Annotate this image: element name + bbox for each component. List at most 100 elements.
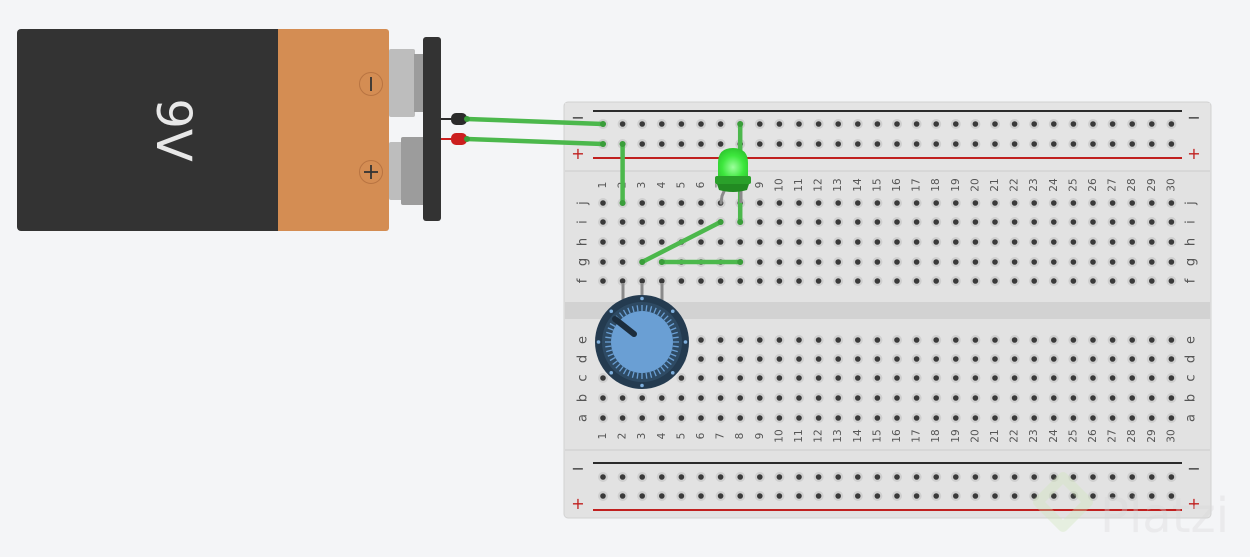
hole-f5[interactable]: [676, 276, 687, 286]
hole-f24[interactable]: [1048, 276, 1059, 286]
hole-c26[interactable]: [1088, 373, 1098, 383]
hole-b24[interactable]: [1048, 393, 1059, 403]
rail-hole-bot-neg-13[interactable]: [833, 472, 844, 482]
hole-e10[interactable]: [774, 335, 785, 345]
hole-h17[interactable]: [911, 237, 922, 247]
wire-battery-neg[interactable]: [464, 116, 606, 127]
hole-i14[interactable]: [852, 217, 863, 227]
hole-d14[interactable]: [852, 354, 863, 364]
hole-j21[interactable]: [990, 198, 1000, 208]
hole-c10[interactable]: [774, 373, 785, 383]
rail-hole-bot-pos-20[interactable]: [970, 491, 981, 501]
hole-j3[interactable]: [637, 198, 648, 208]
hole-d23[interactable]: [1029, 354, 1040, 364]
hole-g27[interactable]: [1107, 257, 1118, 267]
hole-e9[interactable]: [754, 335, 765, 345]
hole-b20[interactable]: [970, 393, 981, 403]
hole-h8[interactable]: [735, 237, 746, 247]
hole-c13[interactable]: [833, 373, 844, 383]
hole-d13[interactable]: [833, 354, 844, 364]
hole-a22[interactable]: [1009, 413, 1020, 423]
hole-a19[interactable]: [950, 413, 961, 423]
hole-d15[interactable]: [872, 354, 883, 364]
hole-c14[interactable]: [852, 373, 863, 383]
hole-c18[interactable]: [931, 373, 942, 383]
hole-f20[interactable]: [970, 276, 981, 286]
rail-hole-top-neg-16[interactable]: [892, 119, 902, 129]
hole-h6[interactable]: [696, 237, 706, 247]
hole-b30[interactable]: [1166, 393, 1177, 403]
rail-hole-bot-pos-28[interactable]: [1127, 491, 1138, 501]
hole-j30[interactable]: [1166, 198, 1177, 208]
hole-i25[interactable]: [1068, 217, 1079, 227]
hole-c9[interactable]: [754, 373, 765, 383]
hole-e15[interactable]: [872, 335, 883, 345]
hole-a20[interactable]: [970, 413, 981, 423]
hole-j18[interactable]: [931, 198, 942, 208]
hole-i19[interactable]: [950, 217, 961, 227]
hole-i21[interactable]: [990, 217, 1000, 227]
hole-a16[interactable]: [892, 413, 902, 423]
hole-e28[interactable]: [1127, 335, 1138, 345]
hole-e24[interactable]: [1048, 335, 1059, 345]
hole-e26[interactable]: [1088, 335, 1098, 345]
hole-i23[interactable]: [1029, 217, 1040, 227]
hole-b18[interactable]: [931, 393, 942, 403]
hole-b12[interactable]: [813, 393, 824, 403]
hole-f19[interactable]: [950, 276, 961, 286]
hole-h10[interactable]: [774, 237, 785, 247]
rail-hole-bot-neg-20[interactable]: [970, 472, 981, 482]
hole-f17[interactable]: [911, 276, 922, 286]
potentiometer[interactable]: [595, 283, 689, 389]
hole-h1[interactable]: [598, 237, 608, 247]
hole-c23[interactable]: [1029, 373, 1040, 383]
rail-hole-bot-pos-7[interactable]: [715, 491, 726, 501]
hole-g26[interactable]: [1088, 257, 1098, 267]
hole-a5[interactable]: [676, 413, 687, 423]
hole-e22[interactable]: [1009, 335, 1020, 345]
hole-a14[interactable]: [852, 413, 863, 423]
rail-hole-top-neg-28[interactable]: [1127, 119, 1138, 129]
hole-e27[interactable]: [1107, 335, 1118, 345]
rail-hole-top-neg-13[interactable]: [833, 119, 844, 129]
hole-h26[interactable]: [1088, 237, 1098, 247]
hole-g12[interactable]: [813, 257, 824, 267]
rail-hole-bot-pos-10[interactable]: [774, 491, 785, 501]
hole-d25[interactable]: [1068, 354, 1079, 364]
rail-hole-top-pos-15[interactable]: [872, 139, 883, 149]
rail-hole-top-pos-21[interactable]: [990, 139, 1000, 149]
hole-e21[interactable]: [990, 335, 1000, 345]
rail-hole-top-pos-3[interactable]: [637, 139, 648, 149]
hole-b14[interactable]: [852, 393, 863, 403]
hole-g24[interactable]: [1048, 257, 1059, 267]
hole-h16[interactable]: [892, 237, 902, 247]
hole-b19[interactable]: [950, 393, 961, 403]
hole-i17[interactable]: [911, 217, 922, 227]
hole-g9[interactable]: [754, 257, 765, 267]
hole-c20[interactable]: [970, 373, 981, 383]
rail-hole-bot-pos-6[interactable]: [696, 491, 706, 501]
rail-hole-bot-neg-16[interactable]: [892, 472, 902, 482]
hole-b2[interactable]: [617, 393, 628, 403]
hole-h27[interactable]: [1107, 237, 1118, 247]
hole-d11[interactable]: [794, 354, 804, 364]
hole-j23[interactable]: [1029, 198, 1040, 208]
hole-i15[interactable]: [872, 217, 883, 227]
hole-f28[interactable]: [1127, 276, 1138, 286]
hole-i16[interactable]: [892, 217, 902, 227]
hole-b1[interactable]: [598, 393, 608, 403]
hole-f15[interactable]: [872, 276, 883, 286]
hole-c19[interactable]: [950, 373, 961, 383]
hole-b17[interactable]: [911, 393, 922, 403]
hole-b7[interactable]: [715, 393, 726, 403]
hole-h24[interactable]: [1048, 237, 1059, 247]
hole-e8[interactable]: [735, 335, 746, 345]
rail-hole-top-neg-27[interactable]: [1107, 119, 1118, 129]
hole-f9[interactable]: [754, 276, 765, 286]
rail-hole-top-neg-19[interactable]: [950, 119, 961, 129]
rail-hole-top-pos-19[interactable]: [950, 139, 961, 149]
hole-j16[interactable]: [892, 198, 902, 208]
hole-i22[interactable]: [1009, 217, 1020, 227]
hole-g15[interactable]: [872, 257, 883, 267]
